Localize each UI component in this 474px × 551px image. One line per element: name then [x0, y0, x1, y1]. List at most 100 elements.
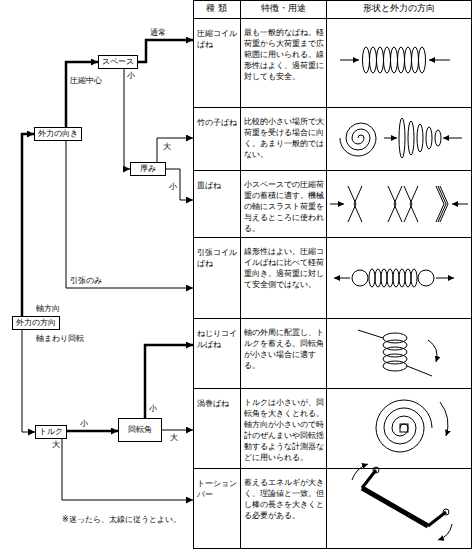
decision-connector	[157, 138, 193, 162]
coil-turn	[377, 47, 384, 73]
decision-connector	[166, 169, 193, 200]
coil-turn	[363, 47, 370, 73]
decision-box: 外力の向き	[34, 127, 82, 141]
spring-type-cell: ねじりコイルばね	[193, 318, 240, 388]
node-text: ねじりコイルばね	[197, 328, 237, 350]
feature-text: トルクは小さいが、回転角を大きくとれる。軸方向が小さいので時計のぜんまいや回転揺…	[244, 397, 325, 463]
node-text: トーションバー	[197, 478, 237, 500]
decision-box: 回転角	[118, 418, 162, 442]
extension-coil-figure	[334, 269, 454, 287]
force-arrow	[330, 204, 344, 205]
disc-stack	[388, 186, 418, 222]
coil-turn	[383, 361, 407, 371]
branch-label: 小	[80, 419, 88, 429]
node-text: スペース	[102, 57, 134, 67]
torque-arrow	[352, 464, 368, 480]
table-grid	[193, 0, 472, 549]
branch-label: 圧縮中心	[70, 76, 102, 86]
decision-connector	[22, 134, 34, 316]
decision-connector	[62, 439, 193, 500]
node-text: 圧縮コイルばね	[197, 28, 237, 50]
hook	[418, 270, 434, 286]
column-line	[326, 0, 327, 549]
coil-turn	[375, 269, 381, 287]
node-text: 外力の方向	[16, 318, 56, 328]
decision-connector	[22, 330, 35, 432]
force-arrow	[384, 138, 397, 139]
node-text: トルク	[39, 427, 63, 437]
torque-arrow	[438, 524, 452, 540]
spring-type-cell: 引張コイルばね	[193, 237, 240, 318]
decision-connector	[145, 345, 193, 418]
spring-type-cell: 圧縮コイルばね	[193, 18, 240, 107]
decision-connector	[138, 40, 193, 62]
row-line	[193, 318, 472, 319]
row-line	[193, 237, 472, 238]
note-text: ※迷ったら、太線に従うとよい。	[62, 514, 190, 525]
node-text: 回転角	[128, 425, 152, 435]
coil-turn	[408, 121, 414, 155]
feature-text: 比較的小さい場所で大荷重を受ける場合に向く。あまり一般的ではない。	[244, 116, 325, 160]
coil-turn	[369, 269, 375, 287]
branch-label: 大	[163, 142, 171, 152]
coil-turn	[399, 269, 405, 287]
row-line	[193, 18, 472, 19]
branch-label: 軸まわり回転	[36, 334, 84, 344]
spring-leg	[358, 330, 383, 338]
spring-type-cell: 皿ばね	[193, 170, 240, 237]
spiral-view	[340, 123, 376, 156]
feature-text: 蓄えるエネルギが大きく、理論値と一致。但し棒の長さを大きくとる必要がある。	[244, 477, 325, 521]
decision-connector	[66, 62, 98, 127]
branch-label: 小	[149, 404, 157, 414]
spring-type-cell: トーションバー	[193, 468, 240, 549]
force-arrow	[452, 204, 468, 205]
coil-turn	[370, 47, 377, 73]
decision-connector	[162, 430, 193, 431]
row-line	[193, 468, 472, 469]
row-line	[193, 107, 472, 108]
coil-turn	[384, 47, 391, 73]
hook	[352, 270, 368, 286]
branch-label: 大	[52, 440, 60, 450]
force-arrow	[443, 138, 462, 139]
coil-turn	[391, 47, 398, 73]
column-header: 特徴・用途	[240, 3, 326, 14]
spring-type-cell: 渦巻ばね	[193, 388, 240, 468]
disc-stack	[436, 186, 448, 222]
node-text: 引張コイルばね	[197, 247, 237, 269]
spring-leg	[407, 366, 432, 376]
disc-spring-figure	[330, 186, 468, 222]
column-header: 種 類	[193, 3, 240, 14]
arm-end	[373, 467, 379, 473]
bar	[362, 488, 428, 526]
decision-box: 外力の方向	[12, 316, 60, 330]
coil-turn	[411, 269, 417, 287]
spring-type-cell: 竹の子ばね	[193, 107, 240, 170]
feature-text: 線形性はよい。圧縮コイルばねに比べて軽荷重向き。過荷重に対して安全側ではない。	[244, 246, 325, 290]
compression-coil-figure	[340, 47, 450, 73]
decision-connector	[66, 141, 193, 288]
coil-turn	[387, 269, 393, 287]
node-text: 渦巻ばね	[197, 398, 237, 409]
node-text: 竹の子ばね	[197, 117, 237, 128]
force-arrow	[436, 278, 454, 279]
decision-connector	[124, 69, 130, 169]
coil-turn	[435, 130, 441, 146]
column-header: 形状と外力の方向	[326, 3, 472, 14]
branch-label: 小	[127, 71, 135, 81]
torsion-bar-figure	[352, 464, 452, 540]
force-arrow	[429, 60, 450, 61]
table-border	[194, 1, 472, 549]
coil-turn	[381, 269, 387, 287]
force-arrow	[340, 60, 359, 61]
coil-turn	[417, 124, 423, 152]
coil-turn	[398, 47, 405, 73]
coil-turn	[419, 47, 426, 73]
branch-label: 大	[170, 433, 178, 443]
branch-label: 通常	[150, 28, 166, 38]
torque-arrow	[428, 340, 437, 362]
coil-turn	[412, 47, 419, 73]
arbor	[400, 424, 408, 432]
decision-box: トルク	[35, 425, 67, 439]
